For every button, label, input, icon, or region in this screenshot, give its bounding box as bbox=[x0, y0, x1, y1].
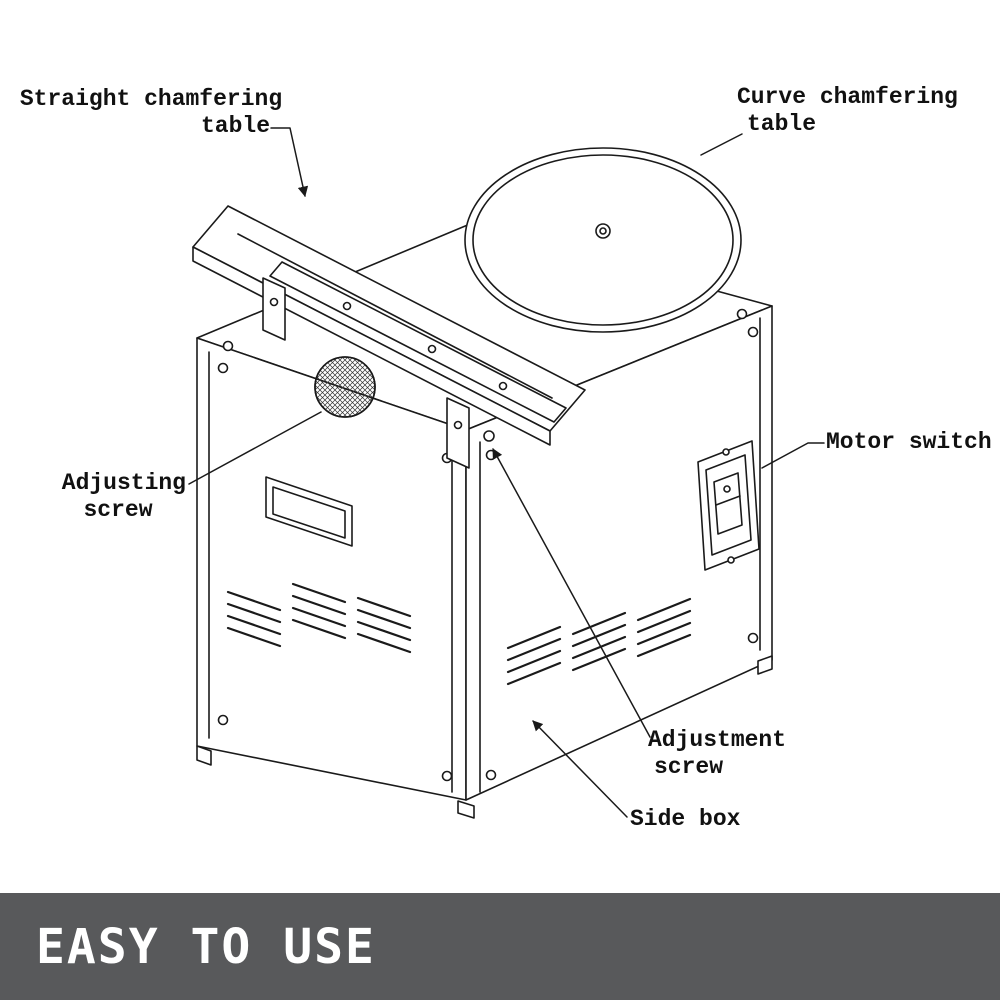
foot-front bbox=[457, 800, 475, 819]
leader-adjusting-screw bbox=[188, 411, 322, 485]
label-text: Motor switch bbox=[826, 429, 992, 455]
label-text: Adjustment bbox=[648, 727, 787, 753]
label-motor-switch: Motor switch bbox=[826, 429, 992, 456]
label-curve-chamfering-table: Curve chamfering table bbox=[737, 84, 977, 138]
machine-drawing bbox=[188, 127, 825, 819]
label-text: Straight chamfering bbox=[19, 86, 283, 112]
adjustment-screw-part bbox=[483, 430, 495, 442]
label-adjustment-screw: Adjustment screw bbox=[648, 727, 798, 781]
label-text: table bbox=[200, 113, 270, 139]
leader-lines bbox=[188, 127, 825, 818]
straight-chamfering-table-plate bbox=[192, 205, 586, 469]
label-text: screw bbox=[83, 497, 153, 523]
leader-adjustment-screw bbox=[492, 448, 651, 738]
label-text: table bbox=[747, 111, 817, 137]
left-vents bbox=[226, 582, 412, 654]
label-text: Side box bbox=[630, 806, 741, 832]
leader-side-box bbox=[532, 720, 628, 818]
label-side-box: Side box bbox=[630, 806, 740, 833]
handle bbox=[265, 476, 353, 547]
leader-motor-switch bbox=[761, 442, 825, 469]
label-text: Curve chamfering bbox=[737, 84, 958, 110]
label-text: screw bbox=[654, 754, 724, 780]
adjusting-screw-knob bbox=[314, 356, 376, 418]
curve-chamfering-table-disc bbox=[464, 147, 742, 333]
bottom-banner: EASY TO USE bbox=[0, 893, 1000, 1000]
foot-left bbox=[196, 745, 212, 766]
banner-title: EASY TO USE bbox=[36, 918, 376, 975]
label-straight-chamfering-table: Straight chamfering table bbox=[16, 86, 286, 140]
right-vents bbox=[506, 597, 692, 686]
leader-straight-table bbox=[270, 127, 309, 198]
motor-switch-part bbox=[697, 440, 760, 571]
foot-right bbox=[757, 655, 773, 675]
label-text: Adjusting bbox=[61, 470, 186, 496]
leader-curve-table bbox=[700, 133, 743, 156]
label-adjusting-screw: Adjusting screw bbox=[50, 470, 186, 524]
